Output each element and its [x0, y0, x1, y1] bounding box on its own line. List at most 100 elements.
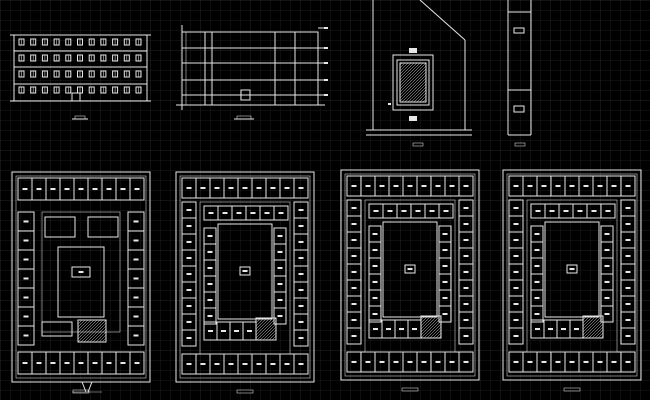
room-tag	[443, 210, 449, 212]
room-tag	[625, 335, 631, 337]
room-tag	[577, 210, 583, 212]
room-tag	[442, 233, 448, 235]
room-tag	[513, 255, 519, 257]
room-tag	[534, 249, 540, 251]
room-tag	[221, 330, 226, 332]
room-tag	[421, 185, 427, 187]
room-tag	[207, 283, 213, 285]
room-tag	[372, 313, 378, 315]
room-tag	[463, 255, 469, 257]
room-tag	[351, 223, 357, 225]
room-tag	[134, 362, 140, 364]
room-tag	[534, 281, 540, 283]
room-tag	[228, 187, 234, 189]
second-floor-plan[interactable]	[340, 169, 480, 392]
room-tag	[555, 185, 561, 187]
room-tag	[298, 337, 304, 339]
room-tag	[605, 210, 611, 212]
first-floor-plan[interactable]	[175, 171, 315, 394]
room-tag	[228, 363, 234, 365]
room-tag	[214, 187, 220, 189]
room-tag	[513, 239, 519, 241]
room-tag	[513, 223, 519, 225]
room-tag	[234, 330, 239, 332]
room-tag	[133, 220, 139, 223]
room-tag	[186, 363, 192, 365]
room-tag	[429, 210, 435, 212]
room-tag	[298, 305, 304, 307]
room-tag	[78, 362, 84, 364]
room-tag	[22, 188, 28, 190]
room-tag	[284, 363, 290, 365]
room-tag	[549, 210, 555, 212]
room-tag	[298, 187, 304, 189]
room-tag	[298, 241, 304, 243]
room-tag	[442, 297, 448, 299]
room-tag	[435, 185, 441, 187]
room-tag	[373, 328, 378, 330]
room-tag	[64, 362, 70, 364]
front-elevation-view[interactable]	[10, 34, 151, 120]
room-tag	[133, 277, 139, 280]
room-tag	[463, 319, 469, 321]
room-tag	[23, 277, 29, 280]
room-tag	[351, 335, 357, 337]
ground-floor-plan[interactable]	[11, 171, 151, 394]
room-tag	[133, 334, 139, 337]
room-tag	[625, 303, 631, 305]
room-tag	[222, 212, 228, 214]
room-tag	[625, 287, 631, 289]
room-tag	[186, 305, 192, 307]
room-tag	[412, 328, 417, 330]
room-tag	[625, 223, 631, 225]
room-tag	[534, 297, 540, 299]
room-tag	[379, 361, 385, 363]
room-tag	[298, 273, 304, 275]
room-tag	[186, 241, 192, 243]
room-tag	[604, 297, 610, 299]
room-tag	[591, 210, 597, 212]
room-tag	[535, 210, 541, 212]
room-tag	[200, 363, 206, 365]
room-tag	[278, 212, 284, 214]
room-tag	[186, 289, 192, 291]
room-tag	[186, 257, 192, 259]
room-tag	[351, 239, 357, 241]
room-tag	[207, 267, 213, 269]
room-tag	[277, 283, 283, 285]
room-tag	[611, 361, 617, 363]
side-section-view[interactable]	[176, 25, 328, 120]
room-tag	[625, 207, 631, 209]
room-tag	[106, 362, 112, 364]
room-tag	[22, 362, 28, 364]
room-tag	[625, 319, 631, 321]
room-tag	[242, 270, 248, 272]
room-tag	[604, 233, 610, 235]
room-tag	[351, 185, 357, 187]
room-tag	[264, 212, 270, 214]
room-tag	[463, 223, 469, 225]
room-tag	[256, 187, 262, 189]
room-tag	[463, 335, 469, 337]
room-tag	[351, 271, 357, 273]
room-tag	[421, 361, 427, 363]
room-tag	[298, 289, 304, 291]
room-tag	[415, 210, 421, 212]
room-tag	[50, 362, 56, 364]
narrow-elevation-view[interactable]	[507, 0, 532, 147]
room-tag	[604, 249, 610, 251]
room-tag	[442, 313, 448, 315]
room-tag	[625, 185, 631, 187]
room-tag	[256, 363, 262, 365]
room-tag	[541, 185, 547, 187]
room-tag	[604, 313, 610, 315]
room-tag	[133, 315, 139, 318]
room-tag	[407, 361, 413, 363]
room-tag	[133, 239, 139, 242]
room-tag	[372, 233, 378, 235]
site-plan-view[interactable]	[366, 0, 472, 147]
room-tag	[250, 212, 256, 214]
room-tag	[351, 361, 357, 363]
third-floor-plan[interactable]	[502, 169, 642, 392]
